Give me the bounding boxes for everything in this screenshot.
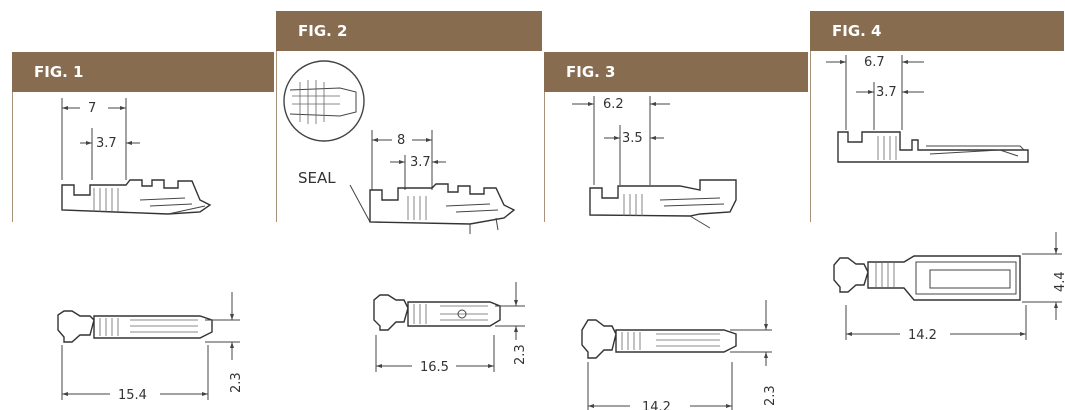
fig2-title: FIG. 2 xyxy=(298,22,348,40)
fig3-dim-len: 14.2 xyxy=(642,400,671,410)
fig1-top-view xyxy=(57,292,240,400)
fig4-title: FIG. 4 xyxy=(832,22,882,40)
fig2-header: FIG. 2 xyxy=(276,11,542,51)
fig2-side-view xyxy=(283,60,516,234)
fig3-left-border xyxy=(544,92,545,222)
fig4-top-view xyxy=(833,232,1062,340)
fig3-side-view xyxy=(572,96,737,229)
fig3-top-view xyxy=(581,300,772,410)
fig1-header: FIG. 1 xyxy=(12,52,274,92)
fig2-top-view xyxy=(373,282,525,372)
fig1-dim-len: 15.4 xyxy=(118,388,147,403)
fig4-dim-a: 6.7 xyxy=(864,55,885,70)
fig1-side-view xyxy=(61,98,212,215)
fig2-seal-label: SEAL xyxy=(298,169,336,187)
fig2-dim-a: 8 xyxy=(397,133,405,148)
fig2-dim-h: 2.3 xyxy=(513,344,528,365)
fig4-dim-b: 3.7 xyxy=(876,85,897,100)
fig1-dim-b: 3.7 xyxy=(96,136,117,151)
fig3-dim-a: 6.2 xyxy=(603,97,624,112)
fig1-left-border xyxy=(12,92,13,222)
fig4-left-border xyxy=(810,51,811,222)
fig2-dim-b: 3.7 xyxy=(410,155,431,170)
fig1-dim-a: 7 xyxy=(88,101,96,116)
fig2-left-border xyxy=(276,51,277,222)
fig1-dim-h: 2.3 xyxy=(229,372,244,393)
fig4-dim-h: 4.4 xyxy=(1053,271,1065,292)
fig3-dim-b: 3.5 xyxy=(622,131,643,146)
fig3-title: FIG. 3 xyxy=(566,63,616,81)
fig1-title: FIG. 1 xyxy=(34,63,84,81)
fig3-header: FIG. 3 xyxy=(544,52,808,92)
fig4-side-view xyxy=(826,55,1029,163)
fig2-dim-len: 16.5 xyxy=(420,360,449,375)
fig3-dim-h: 2.3 xyxy=(763,385,778,406)
fig4-dim-len: 14.2 xyxy=(908,328,937,343)
fig4-header: FIG. 4 xyxy=(810,11,1064,51)
